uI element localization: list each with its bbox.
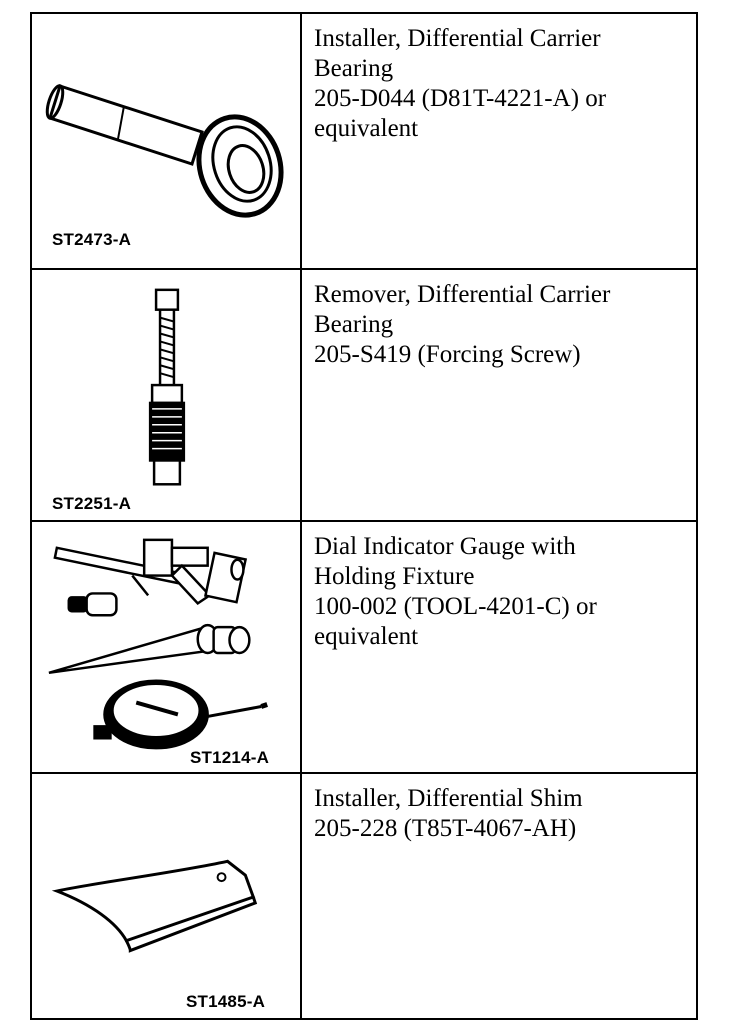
description-line: Bearing xyxy=(314,55,394,82)
description-line: Holding Fixture xyxy=(314,563,475,590)
description-line: equivalent xyxy=(314,115,419,142)
dial-indicator-illustration xyxy=(48,538,268,750)
tool-row: ST2473-A Installer, Differential Carrier… xyxy=(32,14,696,268)
tool-row: ST1485-A Installer, Differential Shim 20… xyxy=(32,772,696,1018)
tool-description: Dial Indicator Gauge with Holding Fixtur… xyxy=(302,522,696,772)
description-line: Installer, Differential Carrier xyxy=(314,25,601,52)
description-line: 205-S419 (Forcing Screw) xyxy=(314,341,581,368)
tool-description: Installer, Differential Carrier Bearing … xyxy=(302,14,696,268)
description-line: Bearing xyxy=(314,311,394,338)
tool-row: ST1214-A Dial Indicator Gauge with Holdi… xyxy=(32,520,696,772)
description-line: 100-002 (TOOL-4201-C) or xyxy=(314,593,597,620)
tool-code: ST2473-A xyxy=(52,230,132,249)
forcing-screw-illustration xyxy=(148,288,186,486)
tool-description: Remover, Differential Carrier Bearing 20… xyxy=(302,270,696,520)
description-line: 205-D044 (D81T-4221-A) or xyxy=(314,85,607,112)
tool-code: ST1485-A xyxy=(186,992,266,1011)
tool-code: ST1214-A xyxy=(190,748,270,767)
description-line: Remover, Differential Carrier xyxy=(314,281,611,308)
shim-installer-illustration xyxy=(51,859,258,953)
tool-illustration-cell: ST2251-A xyxy=(32,270,302,520)
tool-description: Installer, Differential Shim 205-228 (T8… xyxy=(302,774,696,1018)
tool-code: ST2251-A xyxy=(52,494,132,513)
tool-illustration-cell: ST2473-A xyxy=(32,14,302,268)
description-line: Installer, Differential Shim xyxy=(314,785,583,812)
tool-row: ST2251-A Remover, Differential Carrier B… xyxy=(32,268,696,520)
special-tools-table: ST2473-A Installer, Differential Carrier… xyxy=(30,12,698,1020)
description-line: 205-228 (T85T-4067-AH) xyxy=(314,815,577,842)
tool-illustration-cell: ST1214-A xyxy=(32,522,302,772)
description-line: Dial Indicator Gauge with xyxy=(314,533,576,560)
bearing-installer-illustration xyxy=(45,84,284,218)
tool-illustration-cell: ST1485-A xyxy=(32,774,302,1018)
description-line: equivalent xyxy=(314,623,419,650)
